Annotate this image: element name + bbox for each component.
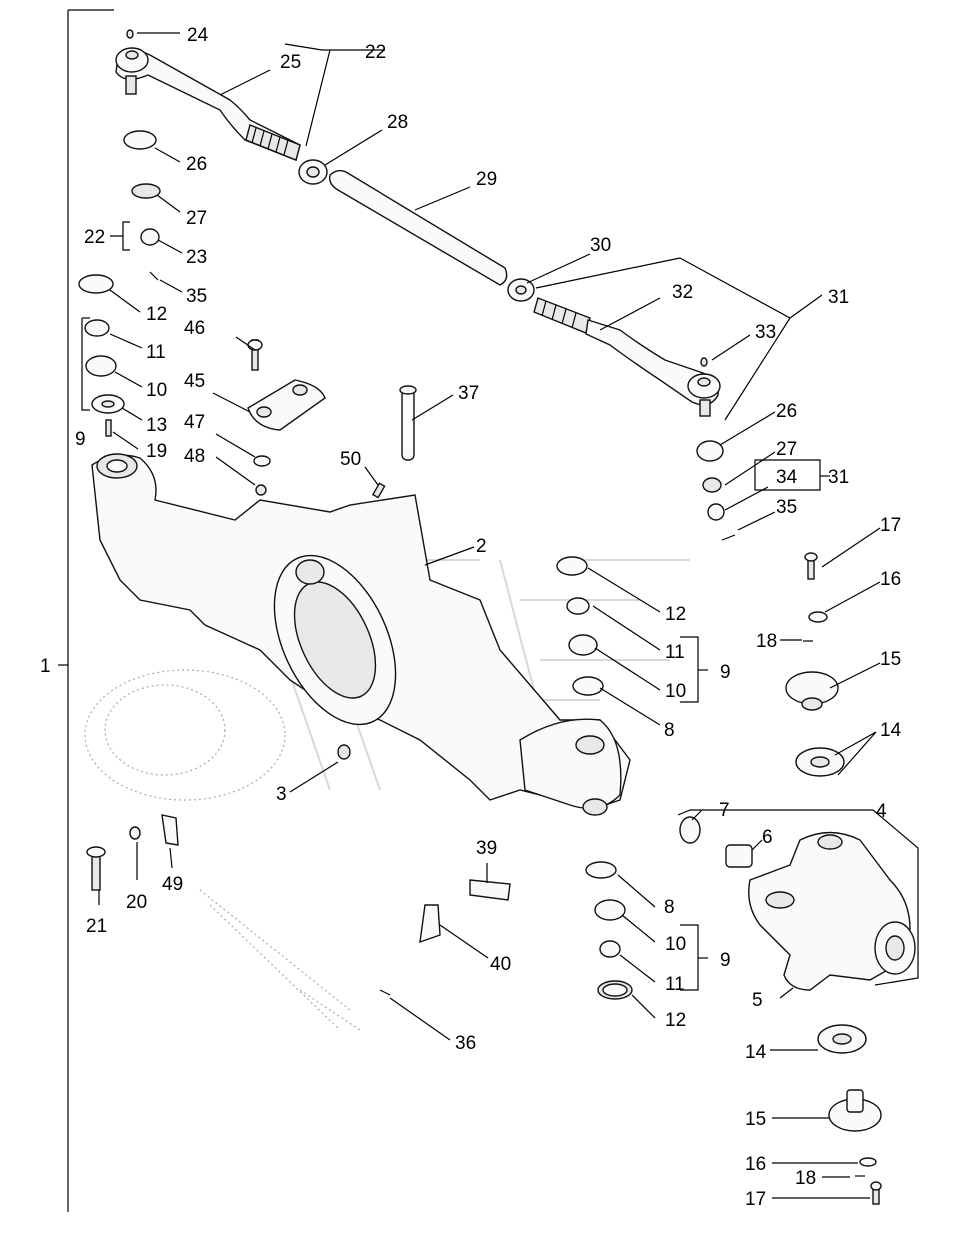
pins-lower-right xyxy=(817,1024,882,1205)
label-24: 24 xyxy=(187,25,209,46)
label-27: 27 xyxy=(776,439,797,460)
label-6: 6 xyxy=(762,827,773,848)
label-31: 31 xyxy=(828,287,849,308)
part-labels: 1 2 3 4 5 6 7 8 8 9 9 9 10 10 10 11 11 1… xyxy=(40,25,902,1210)
label-19: 19 xyxy=(146,441,167,462)
small-parts-middle xyxy=(379,879,511,996)
label-11: 11 xyxy=(665,974,685,995)
label-26: 26 xyxy=(186,154,207,175)
label-2: 2 xyxy=(476,536,487,557)
small-parts-left xyxy=(78,130,417,499)
small-parts-right xyxy=(556,440,845,868)
nut-30 xyxy=(507,278,535,302)
axle-housing xyxy=(91,453,631,816)
label-39: 39 xyxy=(476,838,497,859)
label-17: 17 xyxy=(745,1189,766,1210)
label-35: 35 xyxy=(776,497,797,518)
label-18: 18 xyxy=(795,1168,816,1189)
label-37: 37 xyxy=(458,383,479,404)
label-12: 12 xyxy=(665,1010,686,1031)
label-18: 18 xyxy=(756,631,777,652)
label-47: 47 xyxy=(184,412,205,433)
label-10: 10 xyxy=(665,681,686,702)
seals-lower xyxy=(585,861,633,1000)
bolts-lower-left xyxy=(86,814,179,891)
label-15: 15 xyxy=(880,649,901,670)
label-15: 15 xyxy=(745,1109,766,1130)
label-22: 22 xyxy=(365,42,386,63)
label-10: 10 xyxy=(665,934,686,955)
label-8: 8 xyxy=(664,720,675,741)
label-22: 22 xyxy=(84,227,105,248)
label-9: 9 xyxy=(75,429,86,450)
label-1: 1 xyxy=(40,656,51,677)
label-32: 32 xyxy=(672,282,693,303)
label-8: 8 xyxy=(664,897,675,918)
label-12: 12 xyxy=(665,604,686,625)
label-27: 27 xyxy=(186,208,207,229)
label-17: 17 xyxy=(880,515,901,536)
steering-knuckle xyxy=(748,831,916,991)
tie-rod-end-right xyxy=(533,297,721,417)
label-23: 23 xyxy=(186,247,207,268)
label-7: 7 xyxy=(719,800,730,821)
label-13: 13 xyxy=(146,415,167,436)
label-30: 30 xyxy=(590,235,611,256)
label-21: 21 xyxy=(86,916,107,937)
label-26: 26 xyxy=(776,401,797,422)
label-45: 45 xyxy=(184,371,205,392)
nut-28 xyxy=(298,159,328,185)
label-11: 11 xyxy=(665,642,685,663)
label-9: 9 xyxy=(720,950,731,971)
label-14: 14 xyxy=(880,720,902,741)
label-34: 34 xyxy=(776,467,798,488)
label-36: 36 xyxy=(455,1033,476,1054)
tube-29 xyxy=(328,169,508,286)
label-20: 20 xyxy=(126,892,147,913)
label-11: 11 xyxy=(146,342,166,363)
label-29: 29 xyxy=(476,169,497,190)
label-14: 14 xyxy=(745,1042,767,1063)
assembly-bracket xyxy=(58,9,114,1212)
label-10: 10 xyxy=(146,380,167,401)
label-16: 16 xyxy=(880,569,901,590)
label-9: 9 xyxy=(720,662,731,683)
label-3: 3 xyxy=(276,784,287,805)
label-40: 40 xyxy=(490,954,511,975)
label-35: 35 xyxy=(186,286,207,307)
leader-lines xyxy=(81,32,919,1199)
label-49: 49 xyxy=(162,874,183,895)
differential-ghost xyxy=(84,669,361,1031)
label-28: 28 xyxy=(387,112,408,133)
label-4: 4 xyxy=(876,801,887,822)
label-5: 5 xyxy=(752,990,763,1011)
label-16: 16 xyxy=(745,1154,766,1175)
label-12: 12 xyxy=(146,304,167,325)
label-25: 25 xyxy=(280,52,301,73)
label-33: 33 xyxy=(755,322,776,343)
label-48: 48 xyxy=(184,446,205,467)
label-31: 31 xyxy=(828,467,849,488)
label-50: 50 xyxy=(340,449,361,470)
label-46: 46 xyxy=(184,318,205,339)
tie-rod-end-left xyxy=(115,29,301,161)
